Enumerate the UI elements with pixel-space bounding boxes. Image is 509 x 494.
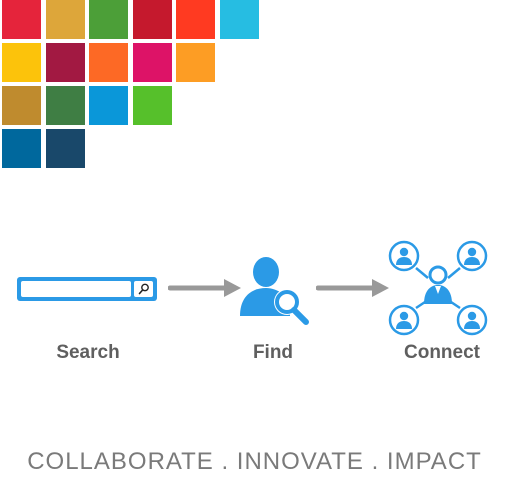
arrow-right-icon: [167, 278, 242, 298]
color-tile: [89, 0, 128, 39]
color-tile: [89, 86, 128, 125]
step-label-search: Search: [56, 342, 120, 363]
color-tile: [2, 86, 41, 125]
color-tile: [132, 43, 172, 82]
people-network-icon: [388, 238, 488, 336]
step-label-connect: Connect: [404, 342, 480, 363]
color-tile: [45, 129, 85, 168]
color-tile: [2, 43, 41, 82]
arrow-right-icon: [315, 278, 390, 298]
color-tile: [2, 0, 41, 39]
color-tile: [132, 86, 172, 125]
color-tile: [45, 43, 85, 82]
color-tile: [176, 0, 215, 39]
color-tile: [89, 43, 128, 82]
tagline: COLLABORATE . INNOVATE . IMPACT: [27, 448, 482, 475]
search-bar-icon: [16, 276, 158, 302]
step-label-find: Find: [252, 342, 294, 363]
color-tile: [45, 86, 85, 125]
color-tile: [132, 0, 172, 39]
color-tile: [219, 0, 259, 39]
color-tile: [2, 129, 41, 168]
person-magnifier-icon: [236, 252, 311, 326]
color-tile: [45, 0, 85, 39]
color-tile: [176, 43, 215, 82]
